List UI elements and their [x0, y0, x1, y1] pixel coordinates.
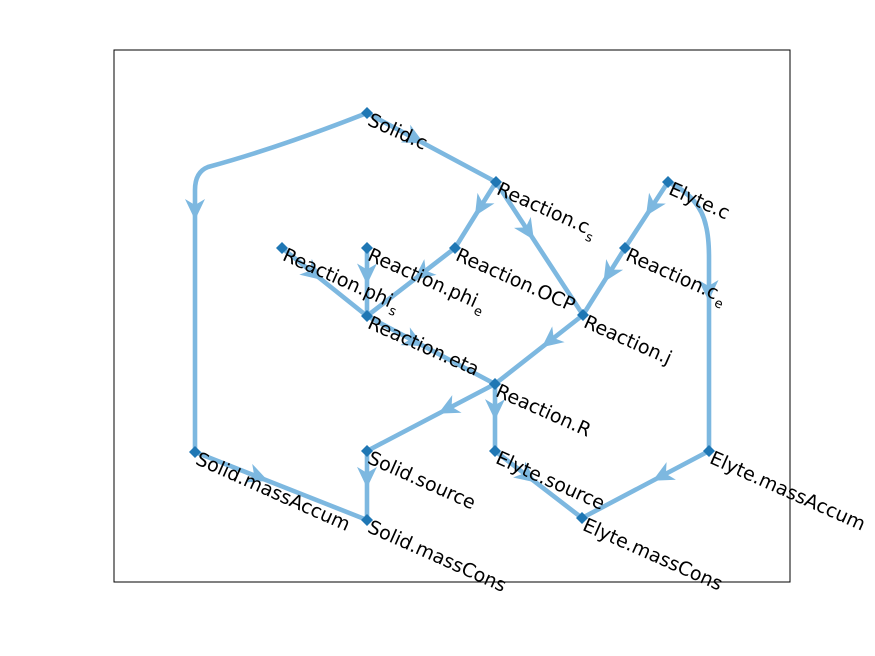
arrowhead-Reaction.cs-to-Reaction.j [514, 216, 534, 240]
arrowhead-Elyte.source-to-Elyte.massCons [513, 461, 536, 483]
arrowhead-Solid.c-to-Reaction.cs [400, 124, 425, 144]
node-Solid.massAccum [189, 446, 201, 458]
arrowhead-Reaction.R-to-Elyte.source [485, 399, 505, 421]
node-Reaction.phie [361, 242, 373, 254]
node-Reaction.R [489, 378, 501, 390]
edge-Reaction.j-to-Reaction.R [492, 312, 586, 387]
edge-Reaction.phis-to-Reaction.eta [279, 245, 370, 319]
edge-Elyte.source-to-Elyte.massCons [492, 448, 585, 521]
arrowhead-Solid.c-to-Solid.massAccum [185, 199, 205, 220]
node-Reaction.phis [276, 242, 288, 254]
node-Elyte.c [662, 176, 674, 188]
arrowhead-Reaction.phie-to-Reaction.eta [357, 263, 377, 285]
arrowhead-Elyte.c-to-Reaction.ce [645, 192, 666, 216]
arrowhead-Reaction.OCP-to-Reaction.eta [413, 259, 437, 280]
node-Elyte.massAccum [703, 445, 715, 457]
arrowhead-Reaction.phis-to-Reaction.eta [299, 259, 322, 280]
node-Reaction.ce [619, 242, 631, 254]
arrowhead-Elyte.massAccum-to-Elyte.massCons [652, 462, 676, 481]
edge-Elyte.massAccum-to-Elyte.massCons [579, 448, 712, 521]
edge-Reaction.eta-to-Reaction.R [364, 313, 498, 387]
node-Solid.c [361, 107, 373, 119]
arrowhead-Solid.source-to-Solid.massCons [357, 466, 377, 488]
arrowhead-Reaction.R-to-Solid.source [438, 395, 462, 414]
arrowhead-Reaction.eta-to-Reaction.R [400, 327, 424, 347]
edge-Solid.c-to-Reaction.cs [364, 110, 499, 185]
arrowhead-Elyte.c-to-Elyte.massAccum [698, 280, 719, 301]
node-Reaction.OCP [449, 242, 461, 254]
node-Solid.massCons [361, 514, 373, 526]
node-Reaction.j [577, 309, 589, 321]
plot-frame [113, 49, 791, 583]
edge-Reaction.OCP-to-Reaction.eta [364, 245, 458, 319]
edge-Solid.c-to-Solid.massAccum [192, 110, 370, 455]
arrowhead-Solid.massAccum-to-Solid.massCons [244, 463, 269, 483]
edge-Reaction.R-to-Solid.source [364, 381, 498, 454]
node-Solid.source [361, 445, 373, 457]
edge-Solid.massAccum-to-Solid.massCons [192, 449, 370, 523]
arrowhead-Reaction.j-to-Reaction.R [541, 326, 565, 348]
edge-Reaction.cs-to-Reaction.j [493, 179, 586, 318]
node-Elyte.source [489, 445, 501, 457]
edge-Elyte.c-to-Elyte.massAccum [665, 179, 712, 454]
node-Elyte.massCons [576, 512, 588, 524]
arrowhead-Reaction.ce-to-Reaction.j [603, 259, 624, 283]
node-Reaction.eta [361, 310, 373, 322]
arrowhead-Reaction.cs-to-Reaction.OCP [474, 192, 495, 216]
node-Reaction.cs [490, 176, 502, 188]
